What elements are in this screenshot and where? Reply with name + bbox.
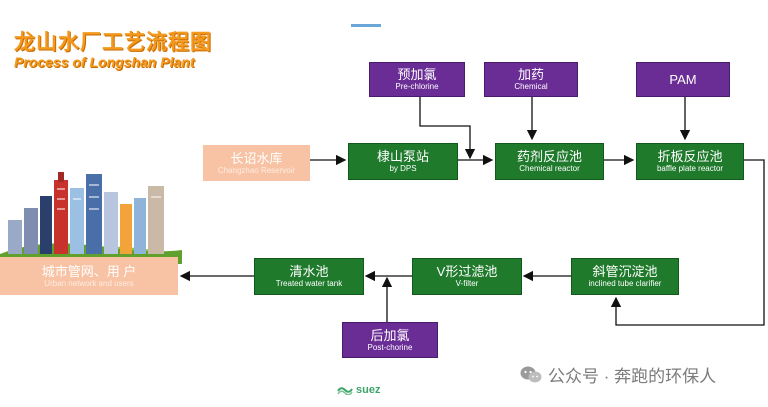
node-chemical-reactor-label: 药剂反应池 — [516, 149, 582, 164]
node-treated-water-tank-label: 清水池 — [289, 264, 329, 279]
suez-logo-text: suez — [356, 384, 381, 396]
node-baffle-reactor: 折板反应池 baffle plate reactor — [636, 143, 744, 180]
arrow-prechlorine-reactor — [419, 97, 476, 160]
node-clarifier-label: 斜管沉淀池 — [592, 264, 658, 279]
node-urban-network: 城市管网、用 户 Urban network and users — [0, 257, 178, 295]
diagram-title: 龙山水厂工艺流程图 — [14, 31, 212, 54]
node-reservoir-label: 长诏水库 — [230, 150, 283, 166]
node-clarifier: 斜管沉淀池 inclined tube clarifier — [571, 258, 679, 295]
wechat-watermark: 公众号 · 奔跑的环保人 — [520, 362, 716, 387]
node-prechlorine: 预加氯 Pre-chlorine — [369, 62, 465, 97]
node-v-filter: V形过滤池 V-filter — [412, 258, 522, 295]
node-postchlorine-label: 后加氯 — [370, 327, 410, 343]
node-chemical-reactor-sublabel: Chemical reactor — [519, 164, 580, 173]
node-postchlorine-sublabel: Post-chorine — [367, 342, 413, 352]
node-treated-water-tank-sublabel: Treated water tank — [275, 279, 343, 288]
node-pam-label: PAM — [669, 72, 697, 87]
node-chemical-sublabel: Chemical — [514, 82, 548, 91]
city-skyline-illustration — [0, 172, 182, 264]
node-reservoir: 长诏水库 Changzhao Reservoir — [203, 145, 310, 181]
node-chemical-reactor: 药剂反应池 Chemical reactor — [495, 143, 604, 180]
node-treated-water-tank: 清水池 Treated water tank — [254, 258, 364, 295]
node-reservoir-sublabel: Changzhao Reservoir — [217, 165, 296, 175]
node-clarifier-sublabel: inclined tube clarifier — [588, 279, 662, 288]
node-pump-station-sublabel: by DPS — [389, 164, 417, 173]
node-baffle-reactor-label: 折板反应池 — [657, 149, 723, 164]
suez-logo: suez — [337, 384, 380, 396]
arrow-baffle-clarifier — [610, 159, 765, 326]
node-chemical-label: 加药 — [517, 67, 544, 82]
node-pump-station-label: 棣山泵站 — [376, 149, 429, 164]
node-chemical: 加药 Chemical — [484, 62, 578, 97]
node-v-filter-sublabel: V-filter — [455, 279, 479, 288]
watermark-text: 公众号 · 奔跑的环保人 — [548, 367, 717, 386]
node-urban-network-sublabel: Urban network and users — [44, 278, 134, 288]
node-postchlorine: 后加氯 Post-chorine — [342, 322, 438, 358]
wechat-icon — [520, 366, 542, 382]
suez-wave-icon — [337, 387, 353, 395]
node-pump-station: 棣山泵站 by DPS — [348, 143, 458, 180]
node-v-filter-label: V形过滤池 — [436, 264, 498, 279]
node-prechlorine-sublabel: Pre-chlorine — [395, 82, 439, 91]
node-prechlorine-label: 预加氯 — [397, 67, 437, 82]
node-pam: PAM — [636, 62, 730, 97]
node-urban-network-label: 城市管网、用 户 — [41, 263, 137, 279]
node-baffle-reactor-sublabel: baffle plate reactor — [656, 164, 724, 173]
diagram-subtitle: Process of Longshan Plant — [14, 54, 195, 70]
top-accent-bar — [351, 24, 381, 27]
